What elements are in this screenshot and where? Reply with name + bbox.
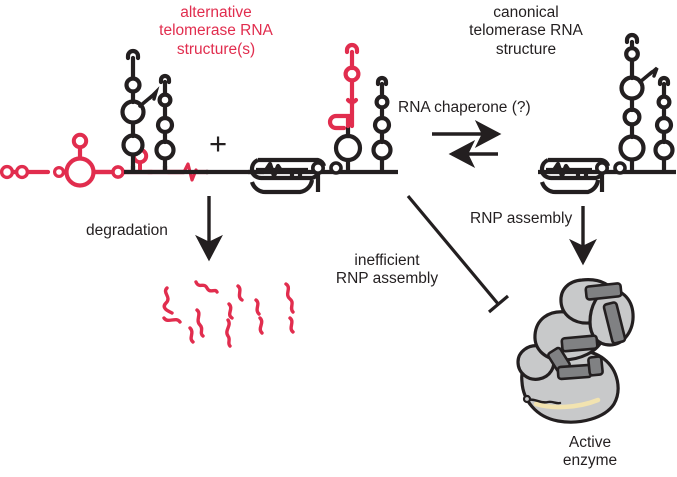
heading-alternative-structure: alternative telomerase RNA structure(s) — [159, 4, 273, 58]
alt-rna-big-loop — [64, 132, 96, 188]
misfolded-red-stem — [327, 42, 361, 131]
alt-rna-side-bulb — [131, 147, 149, 172]
canonical-hairpin-right — [653, 75, 675, 173]
mid-hairpin-right — [371, 75, 393, 173]
label-rna-chaperone: RNA chaperone (?) — [398, 99, 531, 116]
heading-canonical-structure: canonical telomerase RNA structure — [469, 4, 583, 58]
active-enzyme-rnp — [516, 278, 635, 424]
label-rnp-assembly: RNP assembly — [470, 210, 573, 227]
label-degradation: degradation — [86, 222, 168, 239]
label-inefficient-rnp-assembly: inefficient RNP assembly — [335, 252, 439, 288]
canonical-hairpin-tall — [618, 32, 659, 173]
structure-partially-misfolded-rna — [248, 42, 398, 195]
pseudoknot-mid — [249, 157, 327, 195]
pseudoknot-right — [539, 157, 611, 195]
label-active-enzyme: Active enzyme — [562, 434, 618, 470]
plus-sign: + — [208, 126, 228, 161]
black-hairpin-2 — [154, 73, 176, 173]
black-hairpin-1 — [120, 48, 160, 173]
degradation-fragments — [162, 280, 295, 348]
